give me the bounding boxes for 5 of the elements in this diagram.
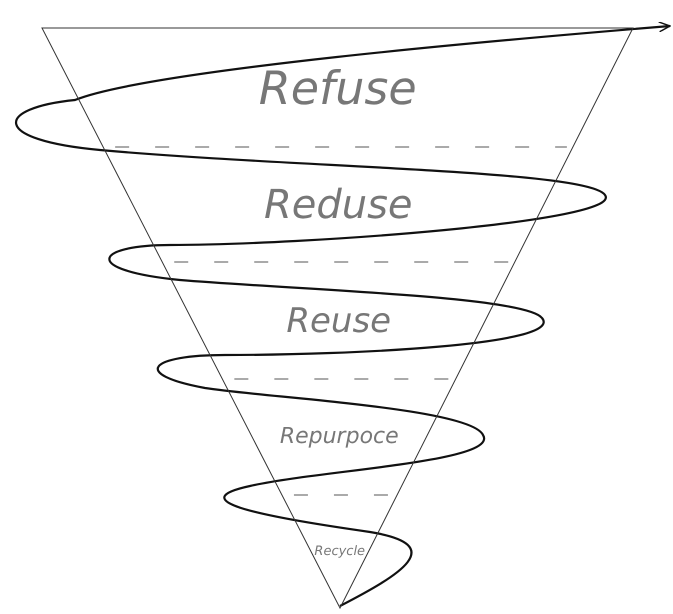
pyramid-level: Refuse <box>72 32 603 143</box>
pyramid-level: Repurpoce <box>252 383 426 491</box>
pyramid-level: Reuse <box>192 266 486 375</box>
pyramid-level: Recycle <box>310 499 369 604</box>
pyramid-level: Reduse <box>132 151 544 258</box>
